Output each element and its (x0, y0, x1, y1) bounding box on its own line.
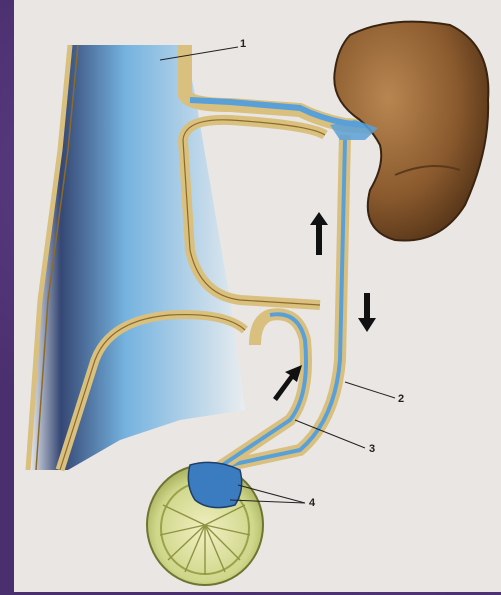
label-3: 3 (369, 443, 375, 455)
label-1: 1 (240, 38, 246, 50)
label-2: 2 (398, 393, 404, 405)
anatomy-diagram (14, 0, 501, 592)
label-4: 4 (309, 497, 315, 509)
arrow-down-icon (358, 293, 376, 332)
diagram-panel: 1 2 3 4 (14, 0, 501, 592)
testis-head-blood (188, 462, 241, 507)
arrow-up-icon (310, 212, 328, 255)
